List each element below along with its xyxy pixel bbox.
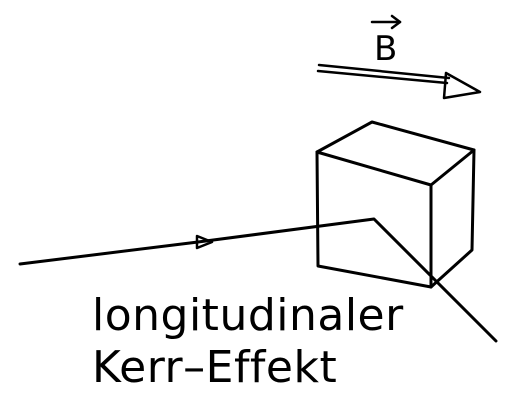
field-label-group: B bbox=[370, 14, 402, 69]
light-ray bbox=[18, 217, 498, 343]
arrow-right-icon bbox=[316, 63, 482, 100]
vector-arrow-icon bbox=[370, 14, 402, 30]
field-label: B bbox=[374, 29, 397, 69]
cube-icon bbox=[315, 120, 476, 289]
caption-line-1: longitudinaler bbox=[92, 290, 404, 341]
triangle-arrow-icon bbox=[195, 234, 214, 250]
caption-line-2: Kerr–Effekt bbox=[92, 342, 337, 393]
